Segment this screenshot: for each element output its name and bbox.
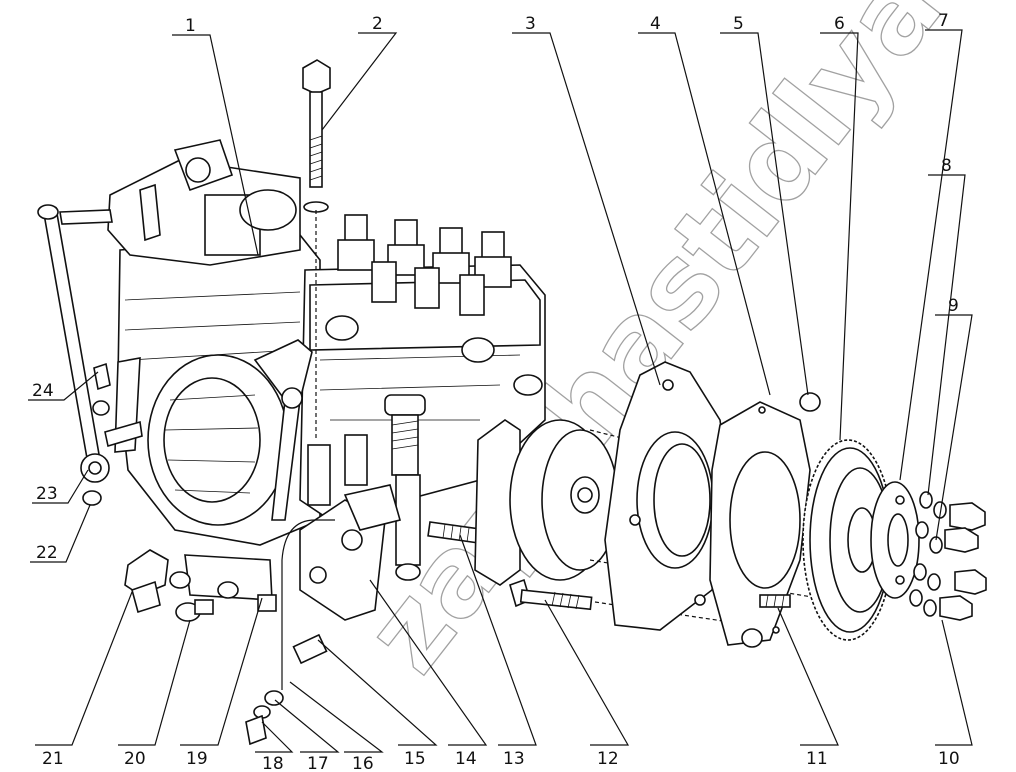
hub-part-7 <box>870 481 920 599</box>
label-24: 24 <box>32 381 54 401</box>
label-1: 1 <box>185 16 196 36</box>
label-4: 4 <box>650 14 661 34</box>
label-18: 18 <box>262 754 284 772</box>
label-8: 8 <box>941 156 952 176</box>
bushing-part-5 <box>741 392 821 648</box>
filter-bracket <box>299 484 401 621</box>
label-13: 13 <box>503 749 525 769</box>
coupling-hub <box>474 419 831 601</box>
label-12: 12 <box>597 749 619 769</box>
label-5: 5 <box>733 14 744 34</box>
flange-part-3 <box>604 361 729 631</box>
label-21: 21 <box>42 749 64 769</box>
label-20: 20 <box>124 749 146 769</box>
fuel-pipe <box>245 519 335 746</box>
label-22: 22 <box>36 543 58 563</box>
label-7: 7 <box>938 11 949 31</box>
governor-lever <box>253 339 331 521</box>
label-6: 6 <box>834 14 845 34</box>
label-3: 3 <box>525 14 536 34</box>
delivery-valves <box>325 214 543 396</box>
washers-bolts <box>909 491 987 621</box>
label-9: 9 <box>948 296 959 316</box>
inlet-fittings <box>124 549 277 622</box>
part-labels: 1 2 3 4 5 6 7 8 9 10 11 12 13 14 15 16 1… <box>32 11 960 772</box>
label-2: 2 <box>372 14 383 34</box>
label-17: 17 <box>307 754 329 772</box>
label-10: 10 <box>938 749 960 769</box>
label-16: 16 <box>352 754 374 772</box>
label-14: 14 <box>455 749 477 769</box>
label-19: 19 <box>186 749 208 769</box>
control-rod <box>37 204 143 506</box>
bolt-part-2 <box>302 59 331 440</box>
label-23: 23 <box>36 484 58 504</box>
gasket-part-4 <box>709 401 811 646</box>
leader-lines <box>28 29 973 753</box>
label-15: 15 <box>404 749 426 769</box>
label-11: 11 <box>806 749 828 769</box>
screw-part-11 <box>759 594 791 608</box>
